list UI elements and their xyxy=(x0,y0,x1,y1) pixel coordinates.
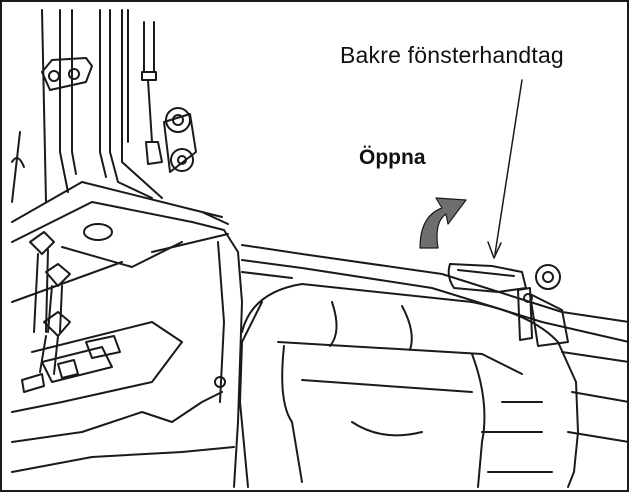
rear-window-handle-label: Bakre fönsterhandtag xyxy=(340,42,564,68)
rear-window-handle xyxy=(447,263,569,347)
switch-panel xyxy=(21,335,121,393)
seat xyxy=(239,283,579,488)
gas-strut xyxy=(141,21,163,165)
hinge-bracket xyxy=(41,57,93,91)
control-levers xyxy=(29,231,71,375)
rear-window-frame xyxy=(241,244,629,443)
dashboard-console xyxy=(11,181,243,488)
callout-arrowhead xyxy=(487,241,502,259)
strut-mount xyxy=(163,107,197,173)
open-label: Öppna xyxy=(359,146,426,169)
callout-leader-line xyxy=(494,79,523,255)
open-rotation-arrow xyxy=(419,197,467,249)
cab-frame-posts xyxy=(11,9,163,203)
